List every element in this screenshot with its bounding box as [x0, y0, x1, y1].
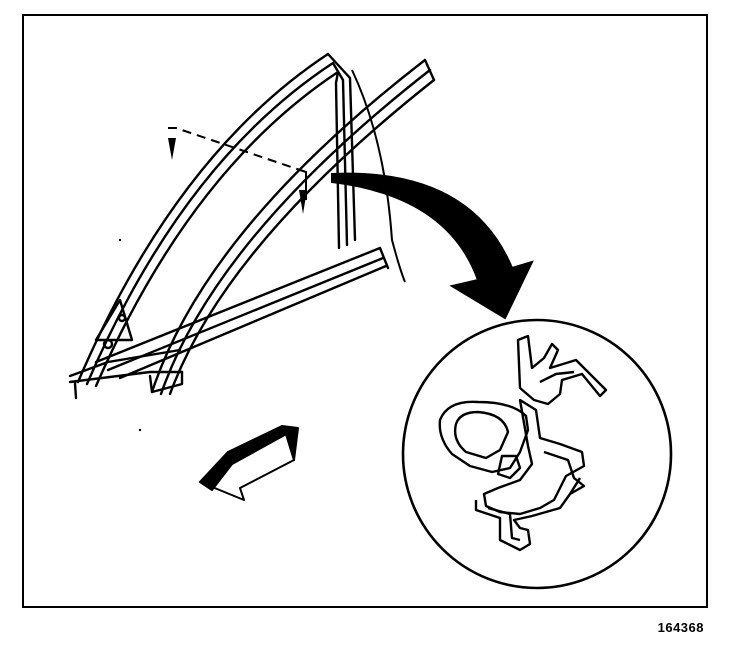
door-window-frame — [68, 52, 436, 400]
callout-arrow-icon — [331, 172, 534, 320]
section-cut-line — [168, 127, 307, 200]
figure-number: 164368 — [657, 620, 704, 635]
weatherstrip-cross-section — [401, 318, 673, 590]
forward-arrow-icon — [199, 425, 299, 501]
figure-border — [22, 14, 708, 608]
specks — [118, 238, 142, 432]
body-outline — [351, 69, 406, 283]
section-cut-arrows — [168, 138, 307, 214]
